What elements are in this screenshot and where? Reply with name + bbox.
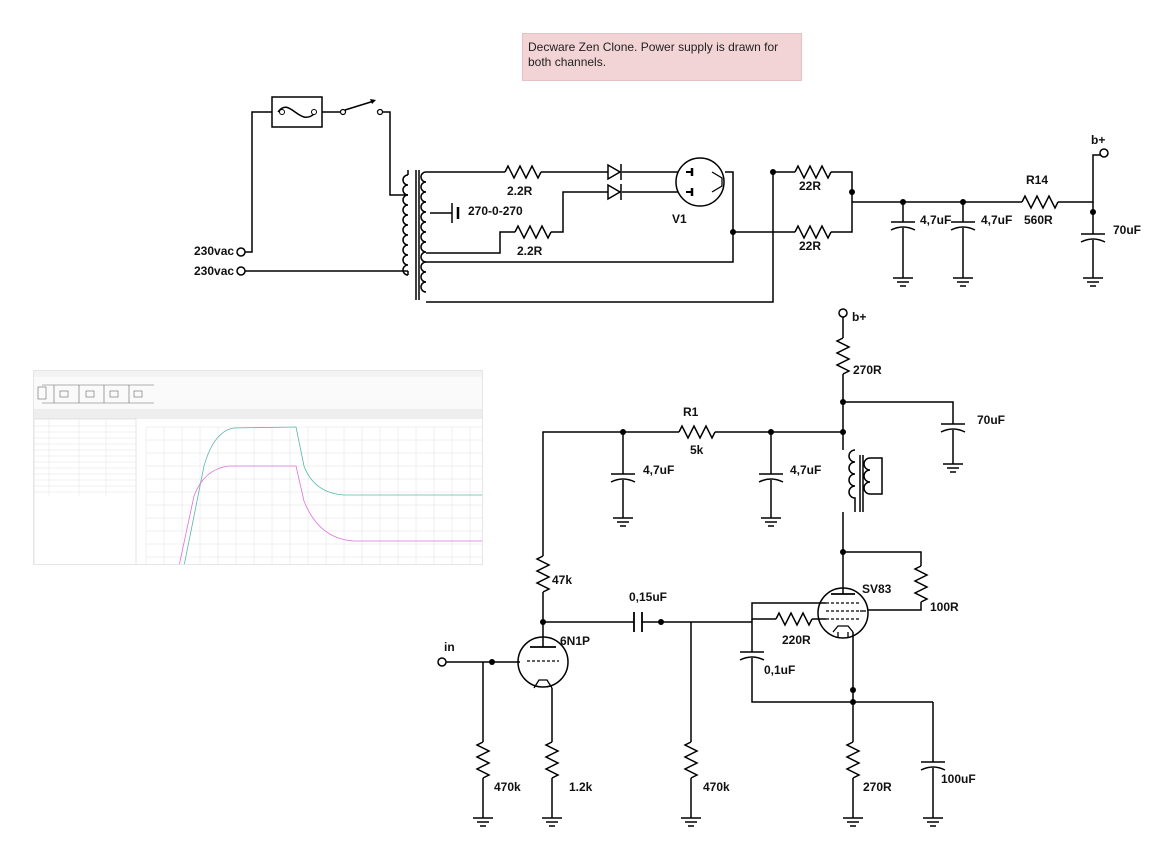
- annotation-note: Decware Zen Clone. Power supply is drawn…: [522, 33, 802, 81]
- label-transformer: 270-0-270: [468, 204, 523, 218]
- label-resistor: 270R: [863, 780, 892, 794]
- label-bplus: b+: [1091, 133, 1105, 147]
- fuse: [271, 96, 323, 128]
- label-mains: 230vac: [194, 264, 234, 278]
- label-resistor: 270R: [853, 363, 882, 377]
- label-tube: SV83: [862, 582, 892, 596]
- power-supply-section: [236, 96, 1109, 303]
- mains-terminal: [236, 266, 246, 276]
- label-capacitor: 4,7uF: [981, 213, 1012, 227]
- label-tube: 6N1P: [560, 634, 590, 648]
- label-capacitor: 70uF: [977, 413, 1005, 427]
- resistor: [775, 611, 813, 627]
- power-switch: [339, 99, 384, 116]
- resistor: [913, 565, 929, 603]
- resistor: [835, 337, 851, 375]
- label-resistor: 470k: [494, 780, 521, 794]
- label-resistor: 220R: [782, 633, 811, 647]
- diode: [607, 183, 622, 201]
- resistor: [845, 741, 861, 779]
- embedded-sim-screenshot: [33, 370, 483, 565]
- label-resistor: 470k: [703, 780, 730, 794]
- label-resistor: 2.2R: [517, 244, 543, 258]
- label-coupling-cap: 0,15uF: [629, 590, 667, 604]
- label-resistor: 47k: [552, 573, 572, 587]
- label-capacitor: 4,7uF: [643, 463, 674, 477]
- amplifier-section: [437, 308, 966, 827]
- label-mains: 230vac: [194, 244, 234, 258]
- labels: 230vac 230vac 270-0-270 2.2R 2.2R V1 22R…: [194, 133, 1141, 794]
- label-capacitor: 70uF: [1113, 223, 1141, 237]
- label-r14-value: 560R: [1024, 213, 1053, 227]
- bplus-terminal: [838, 308, 848, 318]
- input-terminal: [437, 657, 447, 667]
- bplus-terminal: [1099, 148, 1109, 158]
- sim-screenshot-graphic: [34, 371, 482, 564]
- diode: [607, 163, 622, 181]
- label-capacitor: 100uF: [941, 772, 976, 786]
- label-input: in: [444, 640, 455, 654]
- label-r14-name: R14: [1026, 173, 1048, 187]
- resistor: [535, 555, 551, 593]
- label-resistor: 2.2R: [507, 184, 533, 198]
- center-tap-symbol: [430, 203, 460, 223]
- mains-terminal: [236, 247, 246, 257]
- coupling-capacitor: [633, 612, 643, 632]
- label-r1-value: 5k: [690, 443, 704, 457]
- label-capacitor: 4,7uF: [790, 463, 821, 477]
- label-resistor: 1.2k: [569, 780, 593, 794]
- resistor: [683, 741, 699, 779]
- resistor: [544, 741, 560, 779]
- label-rectifier: V1: [672, 212, 687, 226]
- label-r1-name: R1: [683, 405, 699, 419]
- resistor: [794, 164, 832, 180]
- output-transformer: [848, 449, 883, 512]
- tube-sv83: [817, 587, 869, 639]
- label-resistor: 22R: [799, 179, 821, 193]
- resistor: [514, 224, 552, 240]
- resistor: [794, 224, 832, 240]
- label-bplus: b+: [852, 310, 866, 324]
- resistor: [504, 164, 542, 180]
- rectifier-tube-v1: [675, 157, 725, 207]
- resistor-r1: [678, 424, 716, 440]
- label-capacitor: 4,7uF: [920, 213, 951, 227]
- label-capacitor: 0,1uF: [764, 663, 795, 677]
- label-resistor: 100R: [930, 600, 959, 614]
- power-transformer: [402, 170, 427, 300]
- label-resistor: 22R: [799, 239, 821, 253]
- resistor: [475, 741, 491, 779]
- resistor-r14: [1021, 194, 1059, 210]
